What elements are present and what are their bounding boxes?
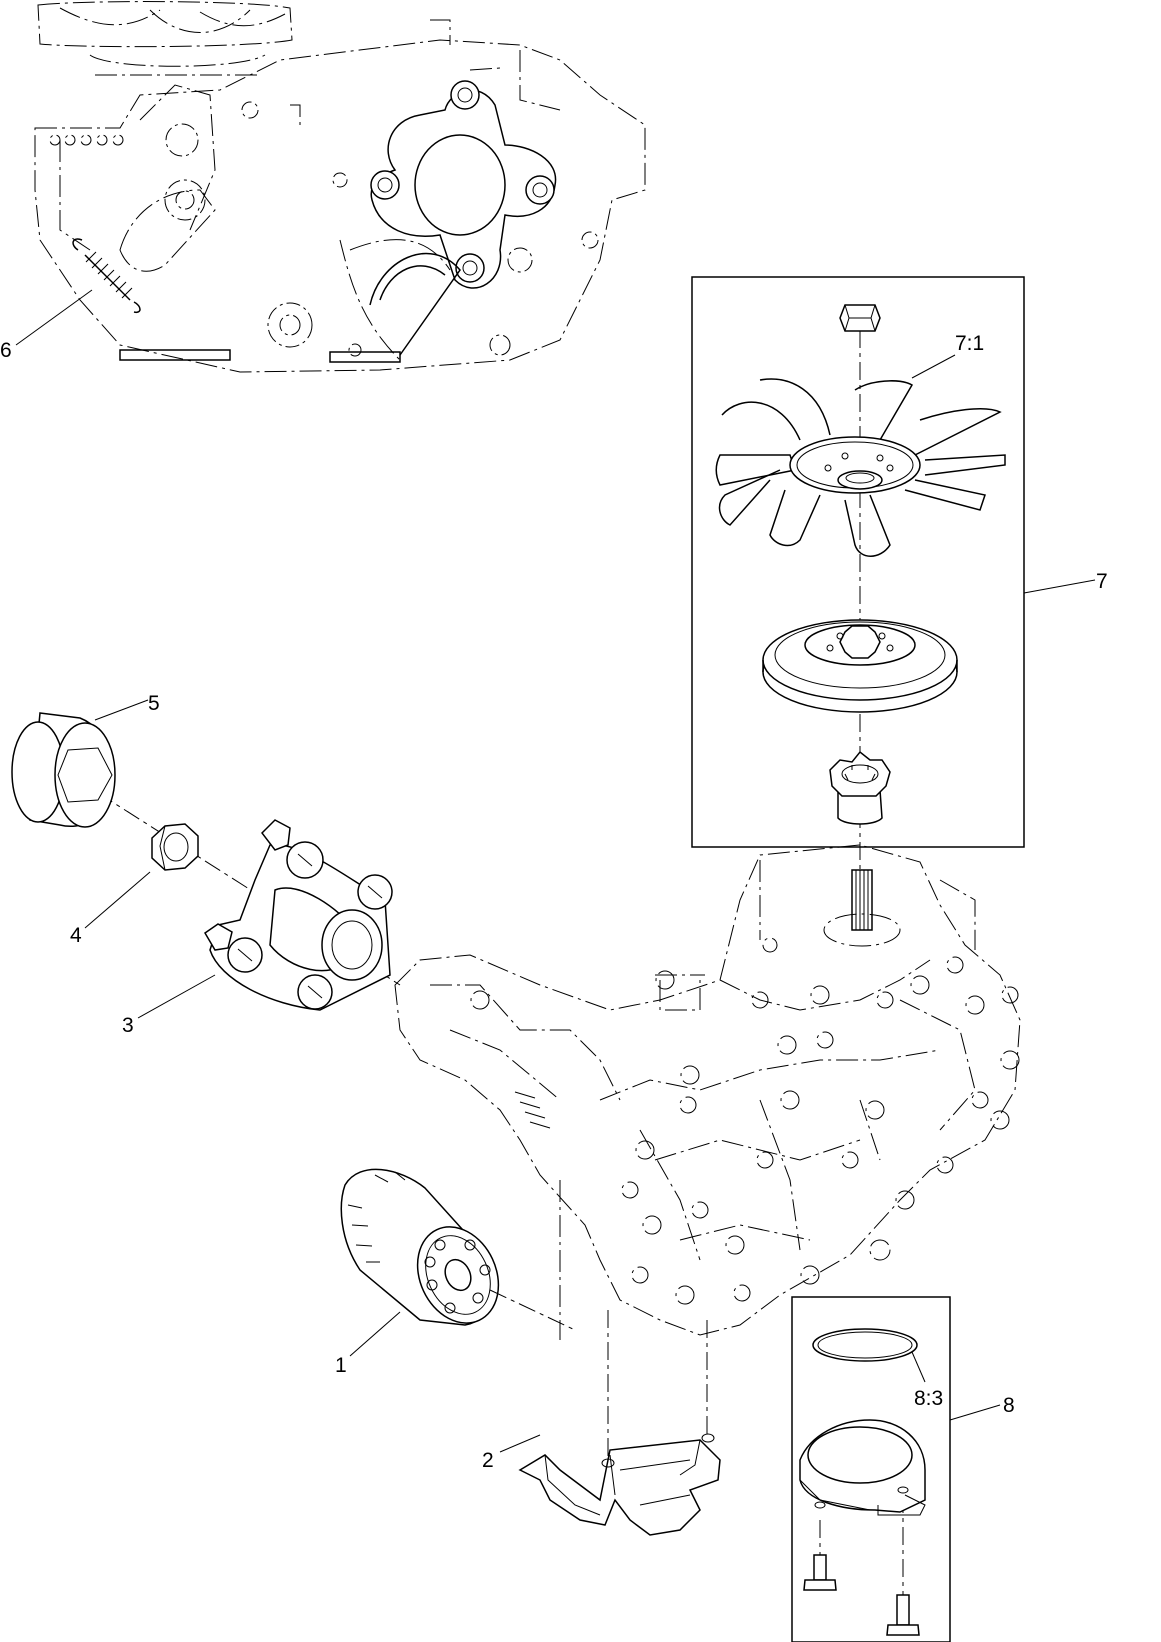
oil-filter-1 bbox=[340, 1168, 500, 1326]
callout-1: 1 bbox=[335, 1354, 347, 1377]
callout-2: 2 bbox=[482, 1449, 494, 1472]
callout-6: 6 bbox=[0, 339, 12, 362]
drive-pulley bbox=[762, 619, 958, 713]
flange-plate bbox=[370, 80, 557, 289]
callout-3: 3 bbox=[122, 1014, 134, 1037]
hub-nut-4 bbox=[151, 823, 199, 871]
kit-7-box bbox=[691, 276, 1025, 848]
bolt-right bbox=[886, 1594, 920, 1636]
callout-4: 4 bbox=[70, 924, 82, 947]
callout-5: 5 bbox=[148, 692, 160, 715]
transaxle-housing bbox=[394, 844, 1021, 1340]
cover-plate bbox=[799, 1419, 926, 1516]
splined-hub bbox=[829, 750, 891, 825]
reference-transaxle-top bbox=[34, 1, 646, 373]
kit-8-box bbox=[791, 1296, 951, 1642]
bracket-2 bbox=[518, 1433, 721, 1536]
callout-7: 7 bbox=[1096, 570, 1108, 593]
wheel-hub-3 bbox=[204, 819, 393, 1011]
callout-7-1: 7:1 bbox=[955, 332, 984, 355]
fan-nut bbox=[839, 304, 881, 332]
callout-8-3: 8:3 bbox=[914, 1387, 943, 1410]
spring bbox=[72, 238, 141, 314]
o-ring bbox=[812, 1328, 918, 1362]
callout-8: 8 bbox=[1003, 1394, 1015, 1417]
cap-5 bbox=[11, 712, 116, 828]
cooling-fan bbox=[715, 378, 1006, 557]
bolt-left bbox=[803, 1554, 837, 1591]
